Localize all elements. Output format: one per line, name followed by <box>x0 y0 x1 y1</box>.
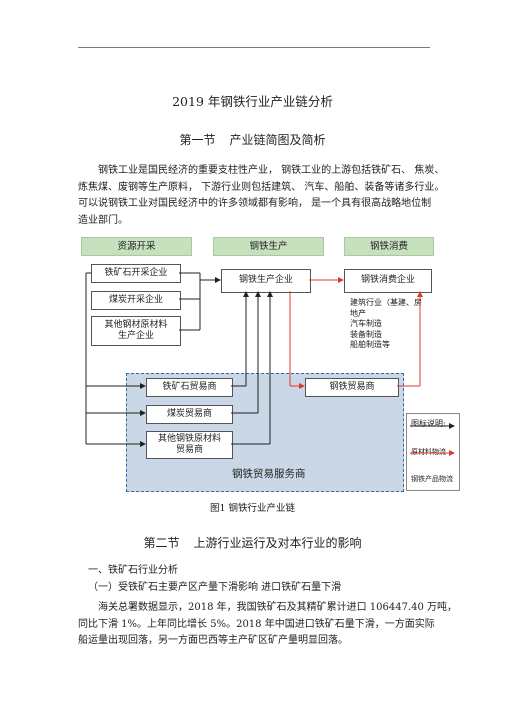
header-steel-consumption: 钢铁消费 <box>344 237 434 256</box>
import-paragraph: 海关总署数据显示，2018 年，我国铁矿石及其精矿累计进口 106447.40 … <box>78 600 458 650</box>
header-resource-mining: 资源开采 <box>81 237 192 256</box>
section-1-heading: 第一节产业链简图及简析 <box>0 131 505 148</box>
subheading-iron-ore: 一、铁矿石行业分析 <box>88 565 178 576</box>
para-line: 造业部门。 <box>78 214 128 226</box>
consumer-industry-list: 建筑行业（基建、房 地产 汽车制造 装备制造 船舶制造等 <box>350 298 422 349</box>
figure-caption: 图1 钢铁行业产业链 <box>209 503 296 514</box>
section-2-heading: 第二节上游行业运行及对本行业的影响 <box>0 534 505 551</box>
section-1-label: 第一节 <box>179 133 216 147</box>
para-line: 海关总署数据显示，2018 年，我国铁矿石及其精矿累计进口 106447.40 … <box>98 602 458 613</box>
header-rule <box>78 47 430 48</box>
section-2-label: 第二节 <box>143 536 180 550</box>
section-1-title: 产业链简图及简析 <box>229 133 326 147</box>
box-steel-producer: 钢铁生产企业 <box>221 269 311 293</box>
trade-service-region-label: 钢铁贸易服务商 <box>232 468 306 480</box>
para-line: 可以说钢铁工业对国民经济中的许多领域都有影响， 是一个具有很高战略地位制 <box>78 198 432 209</box>
box-iron-ore-trader: 铁矿石贸易商 <box>146 378 233 397</box>
document-title: 2019 年钢铁行业产业链分析 <box>172 94 333 109</box>
legend-title: 图标说明: <box>411 419 446 428</box>
para-line: 同比下滑 1%。上年同比增长 5%。2018 年中国进口铁矿石量下滑，一方面实际 <box>78 618 435 630</box>
para-line: 船运量出现回落，另一方面巴西等主产矿区矿产量明显回落。 <box>78 635 348 646</box>
raw-material-flow-lines <box>85 272 455 447</box>
section-2-title: 上游行业运行及对本行业的影响 <box>193 536 362 550</box>
para-line: 钢铁工业是国民经济的重要支柱性产业， 钢铁工业的上游包括铁矿石、 焦炭、 <box>98 165 445 176</box>
box-steel-consumer: 钢铁消费企业 <box>344 269 432 293</box>
subheading-import-decline: （一）受铁矿石主要产区产量下滑影响 进口铁矿石量下滑 <box>88 582 342 593</box>
box-coal-mining: 煤炭开采企业 <box>91 291 181 310</box>
para-line: 炼焦煤、废钢等生产原料， 下游行业则包括建筑、 汽车、船舶、装备等诸多行业。 <box>78 181 445 193</box>
legend-raw-flow-label: 原材料物流 <box>411 448 446 456</box>
legend-product-flow-label: 钢铁产品物流 <box>411 475 453 483</box>
box-other-raw-trader: 其他钢铁原材料 贸易商 <box>146 431 233 459</box>
product-flow-lines <box>289 277 455 456</box>
header-steel-production: 钢铁生产 <box>213 237 324 256</box>
box-steel-trader: 钢铁贸易商 <box>305 378 399 397</box>
box-coal-trader: 煤炭贸易商 <box>146 405 233 424</box>
box-other-raw-producers: 其他钢材原材料 生产企业 <box>91 316 181 346</box>
intro-paragraph: 钢铁工业是国民经济的重要支柱性产业， 钢铁工业的上游包括铁矿石、 焦炭、 炼焦煤… <box>78 163 445 229</box>
